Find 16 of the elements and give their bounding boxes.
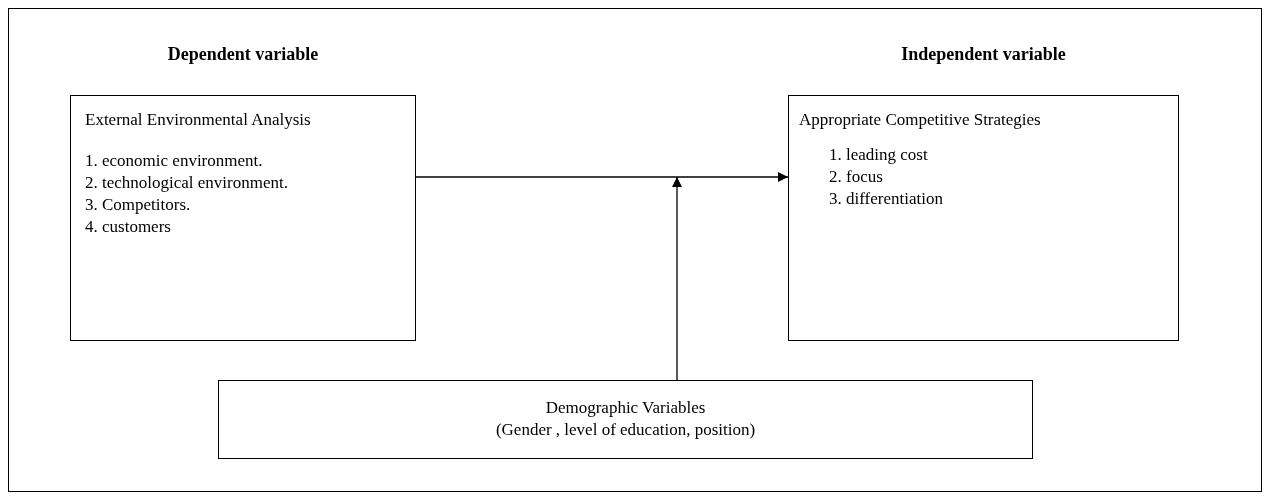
arrow <box>415 172 789 182</box>
column-heading: Dependent variable <box>166 44 320 65</box>
box-text: (Gender , level of education, position) <box>494 419 757 441</box>
arrow <box>672 176 682 381</box>
column-heading: Independent variable <box>900 44 1067 65</box>
variable-box <box>218 380 1033 459</box>
list-item: 3. differentiation <box>829 188 944 210</box>
box-title: External Environmental Analysis <box>85 110 312 130</box>
list-item: 4. customers <box>85 216 172 238</box>
box-title: Appropriate Competitive Strategies <box>799 110 1042 130</box>
list-item: 1. leading cost <box>829 144 929 166</box>
list-item: 2. technological environment. <box>85 172 289 194</box>
list-item: 2. focus <box>829 166 884 188</box>
list-item: 1. economic environment. <box>85 150 264 172</box>
list-item: 3. Competitors. <box>85 194 192 216</box>
box-text: Demographic Variables <box>544 397 707 419</box>
